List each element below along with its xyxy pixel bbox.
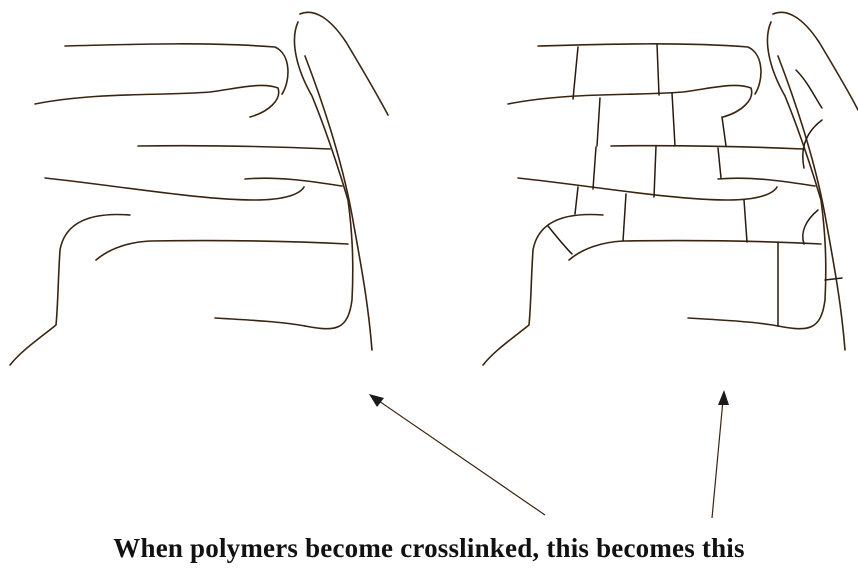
uncrosslinked-polymers-panel xyxy=(10,12,388,365)
crosslink xyxy=(548,226,572,254)
crosslink xyxy=(654,146,656,197)
arrow-to-right-panel xyxy=(712,400,723,518)
polymer-chain xyxy=(611,146,803,149)
polymer-chain xyxy=(35,85,279,117)
polymer-chain xyxy=(138,146,330,149)
crosslink xyxy=(672,93,675,146)
polymer-chain xyxy=(96,241,348,260)
crosslink xyxy=(825,278,842,280)
polymer-chain xyxy=(10,214,130,365)
polymer-chain xyxy=(569,241,821,260)
polymer-chain xyxy=(718,178,815,186)
polymer-chain xyxy=(483,214,603,365)
polymer-chain xyxy=(305,56,372,350)
arrow-to-left-panel xyxy=(376,399,545,515)
polymer-chain xyxy=(778,56,845,350)
crosslink xyxy=(796,70,822,108)
crosslink xyxy=(593,147,596,189)
crosslink xyxy=(722,117,726,146)
polymer-diagram xyxy=(0,0,858,520)
crosslink xyxy=(718,148,721,178)
crosslink xyxy=(623,194,626,241)
caption-text: When polymers become crosslinked, this b… xyxy=(0,533,858,564)
crosslinked-polymers-panel xyxy=(483,12,858,365)
crosslink xyxy=(575,187,578,214)
pointer-arrows xyxy=(369,390,729,518)
polymer-chain xyxy=(688,318,778,326)
polymer-chain xyxy=(45,178,304,200)
crosslink xyxy=(803,210,818,244)
polymer-chain xyxy=(245,178,342,186)
arrowhead-icon xyxy=(718,390,729,405)
polymer-chain xyxy=(508,85,752,117)
polymer-chain xyxy=(518,178,777,200)
polymer-chain xyxy=(773,12,858,110)
crosslink xyxy=(597,98,600,146)
crosslink xyxy=(573,47,578,99)
polymer-chain xyxy=(215,318,305,326)
arrowhead-icon xyxy=(369,394,384,407)
crosslink xyxy=(657,44,659,95)
crosslink xyxy=(744,200,747,242)
